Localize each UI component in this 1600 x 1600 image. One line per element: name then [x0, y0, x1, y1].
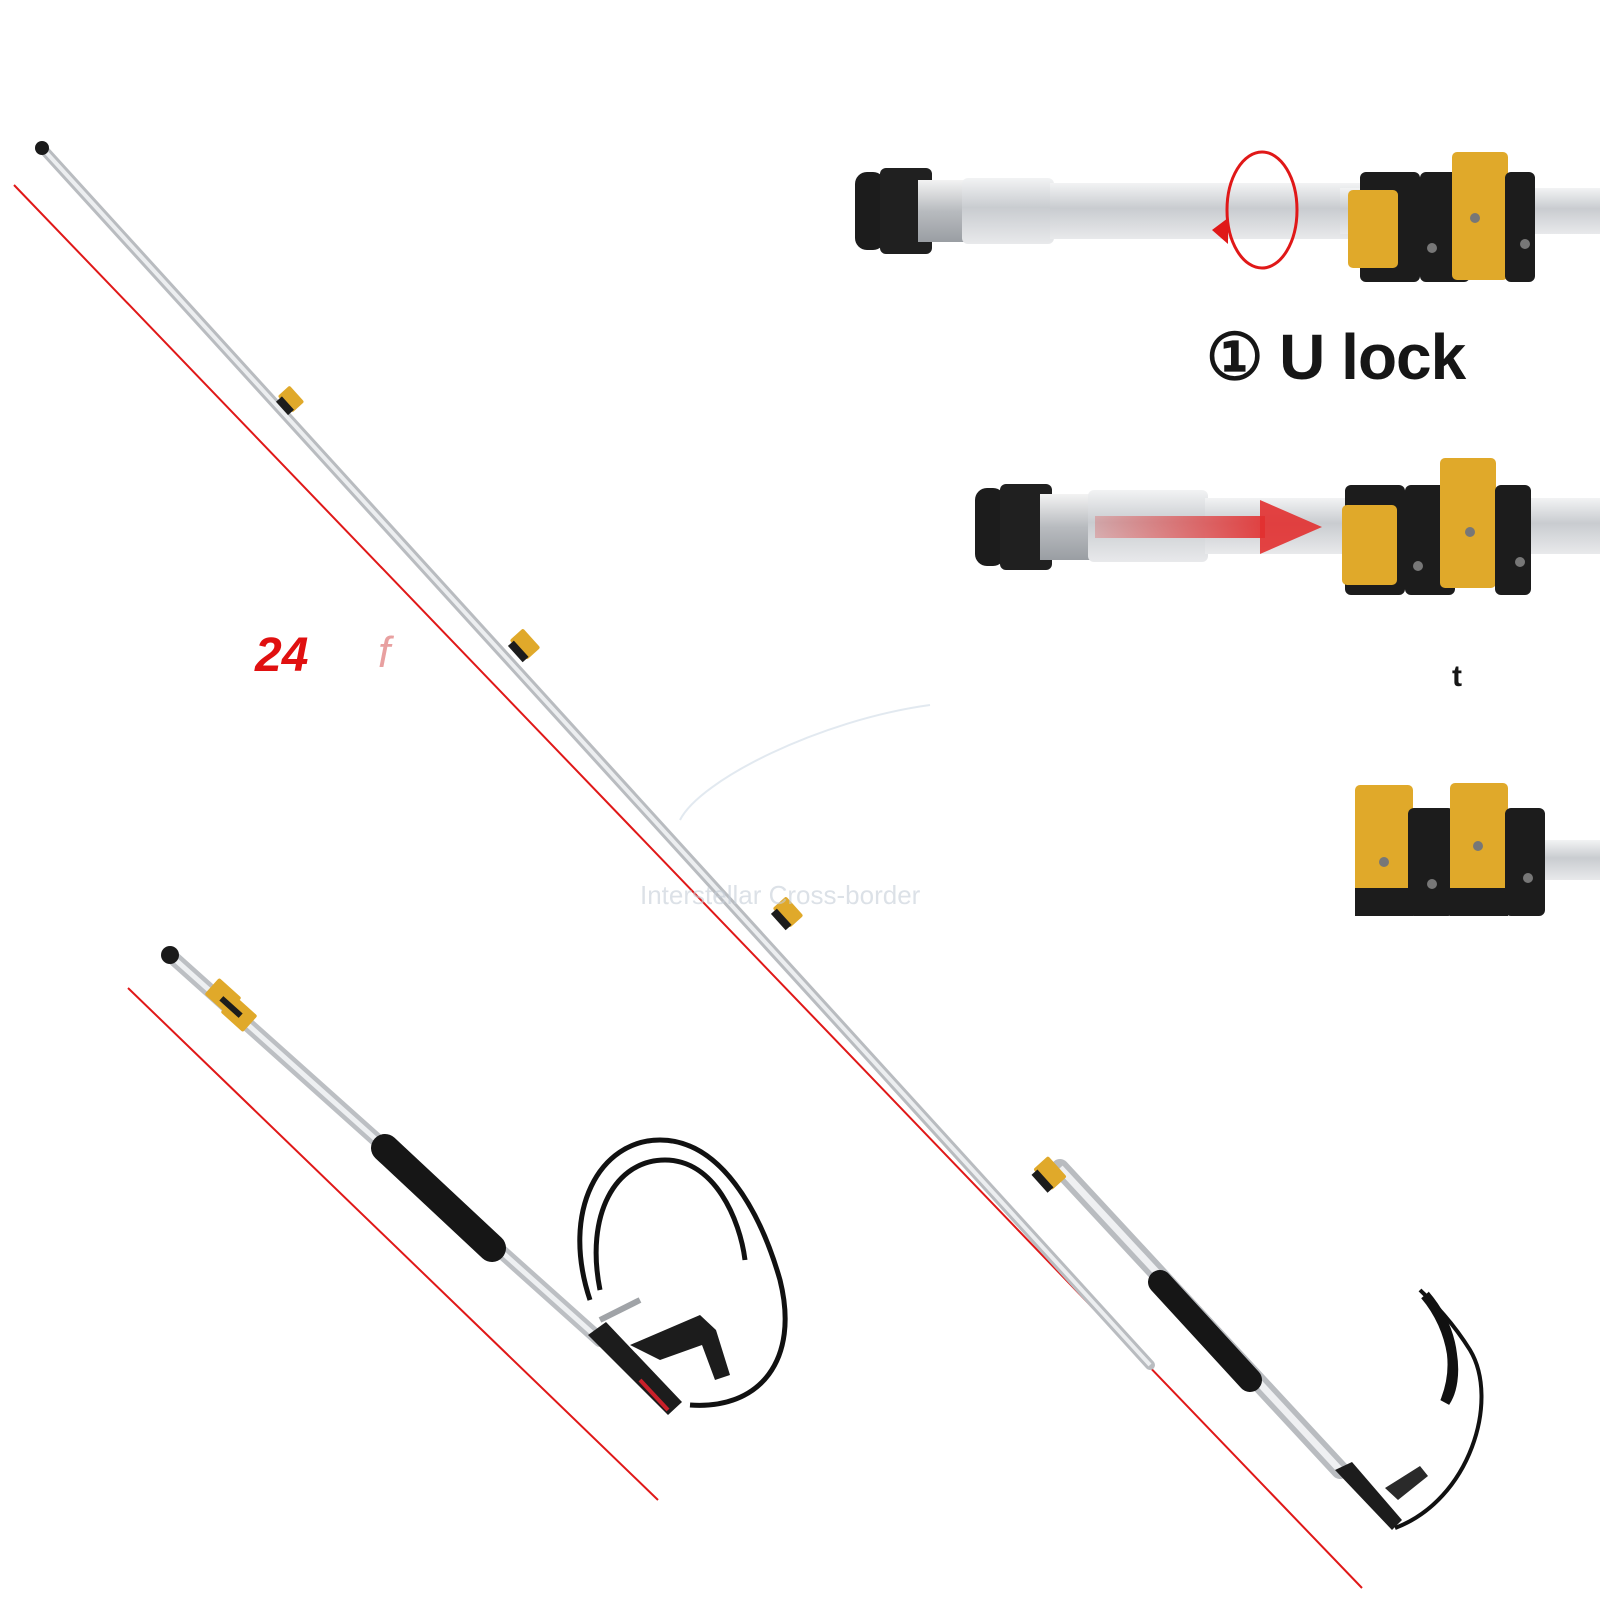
coiled-hose	[577, 1137, 788, 1408]
guide-line-short	[127, 987, 659, 1501]
clamp-2	[507, 629, 540, 663]
detail-lock	[975, 458, 1600, 595]
lock-step-caption: t	[1452, 660, 1462, 693]
coiled-hose	[1394, 1288, 1484, 1530]
nozzle-tip	[35, 141, 49, 155]
watermark-text: Interstellar Cross-border	[640, 880, 921, 910]
collapsed-pole	[161, 946, 788, 1415]
foam-grip	[1148, 1270, 1262, 1392]
clamp-4	[1031, 1156, 1066, 1193]
extended-pole	[35, 141, 1484, 1530]
spray-gun	[588, 1322, 682, 1415]
foam-grip	[371, 1134, 506, 1262]
clamp-3	[770, 897, 803, 931]
rotate-arrow-icon	[1212, 150, 1299, 270]
length-label: 24	[255, 629, 309, 682]
watermark-swoosh	[679, 704, 931, 821]
spray-gun-handle	[1335, 1462, 1402, 1530]
unlock-step-caption: ① U lock	[1206, 321, 1466, 393]
length-unit-label: f	[378, 628, 391, 677]
clamp-1	[275, 386, 304, 416]
right-arrow-icon	[1095, 500, 1322, 554]
nozzle-tip	[161, 946, 179, 964]
detail-locked	[1355, 783, 1600, 916]
clamp-collapsed	[205, 978, 257, 1032]
detail-unlock	[855, 150, 1600, 282]
